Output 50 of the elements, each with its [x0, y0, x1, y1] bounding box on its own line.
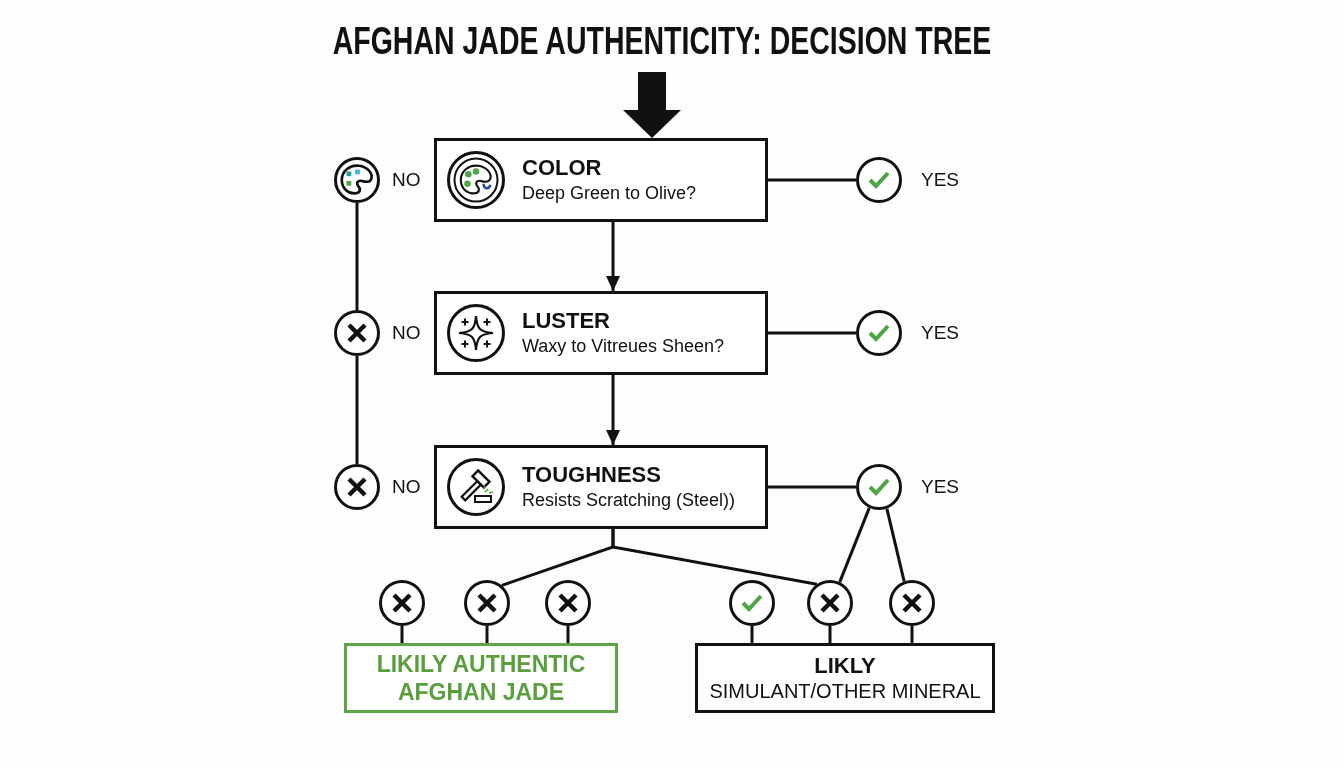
answer-label: NO — [392, 475, 421, 499]
cross-circle-icon — [545, 580, 591, 626]
arrow — [606, 375, 620, 445]
answer-label: NO — [392, 321, 421, 345]
connector-line — [611, 529, 818, 586]
cross-circle-icon — [464, 580, 510, 626]
block-arrow — [623, 72, 681, 138]
connector-line — [355, 356, 359, 464]
connector-line — [768, 331, 856, 335]
diagram-title: AFGHAN JADE AUTHENTICITY: DECISION TREE — [332, 22, 992, 60]
check-circle-icon — [856, 310, 902, 356]
connector-line — [828, 626, 832, 643]
step-question: Waxy to Vitreues Sheen? — [522, 335, 725, 357]
connector-line — [400, 626, 404, 643]
connector-line — [838, 507, 871, 583]
decision-box — [434, 138, 768, 222]
arrow — [606, 222, 620, 291]
step-question: Deep Green to Olive? — [522, 182, 697, 204]
connector-line — [485, 626, 489, 643]
connector-line — [566, 626, 570, 643]
step-heading: LUSTER — [522, 308, 610, 334]
cross-circle-icon — [334, 464, 380, 510]
result-heading: LIKLY — [814, 652, 876, 679]
cross-circle-icon — [807, 580, 853, 626]
answer-label: YES — [921, 321, 960, 345]
step-question: Resists Scratching (Steel)) — [522, 489, 736, 511]
palette-icon — [334, 157, 380, 203]
cross-circle-icon — [889, 580, 935, 626]
answer-label: NO — [392, 168, 421, 192]
check-circle-icon — [856, 157, 902, 203]
connector-line — [910, 626, 914, 643]
answer-label: YES — [921, 168, 960, 192]
step-heading: COLOR — [522, 155, 602, 181]
connector-line — [885, 508, 906, 582]
connector-line — [768, 178, 856, 182]
cross-circle-icon — [379, 580, 425, 626]
result-heading: LIKILY AUTHENTIC AFGHAN JADE — [375, 650, 587, 706]
check-circle-icon — [856, 464, 902, 510]
check-circle-icon — [729, 580, 775, 626]
connector-line — [750, 626, 754, 643]
result-box — [344, 643, 618, 713]
step-heading: TOUGHNESS — [522, 462, 661, 488]
cross-circle-icon — [334, 310, 380, 356]
answer-label: YES — [921, 475, 960, 499]
connector-line — [768, 485, 856, 489]
result-text: SIMULANT/OTHER MINERAL — [709, 679, 981, 704]
decision-box — [434, 291, 768, 375]
decision-box — [434, 445, 768, 529]
connector-line — [355, 203, 359, 310]
result-box — [695, 643, 995, 713]
